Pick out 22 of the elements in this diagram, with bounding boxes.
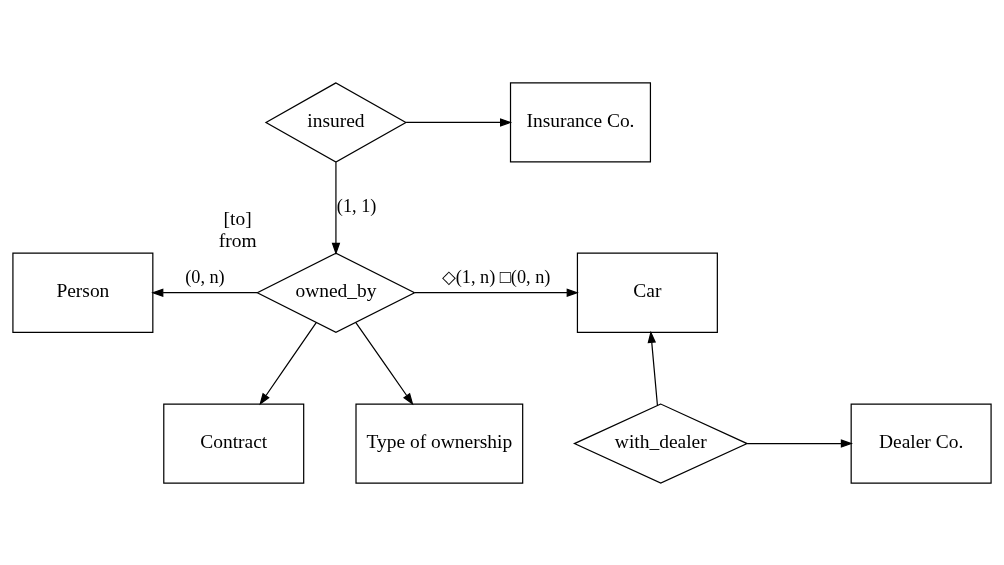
node-label: [to]: [223, 207, 252, 229]
arrow: [355, 321, 414, 405]
node-box: Person: [12, 252, 154, 333]
edge-label: (0, n): [185, 266, 225, 287]
node-box: Contract: [163, 402, 305, 484]
edge-label: ◇(1, n) □(0, n): [441, 266, 551, 287]
arrow: [746, 438, 853, 448]
arrow: [151, 287, 258, 297]
arrow: [405, 117, 513, 127]
node-diamond: owned_by: [255, 252, 416, 333]
node-box: Type of ownership: [355, 402, 524, 484]
edge-label: (1, 1): [336, 195, 377, 216]
arrow: [414, 287, 579, 297]
node-box: Car: [576, 252, 718, 333]
arrow: [647, 330, 659, 406]
arrow: [259, 321, 317, 405]
arrow: [331, 161, 341, 255]
node-box: Dealer Co.: [850, 402, 992, 484]
node-diamond: insured: [264, 81, 408, 163]
node-diamond: with_dealer: [572, 402, 749, 484]
node-label: from: [218, 229, 257, 251]
node-box: Insurance Co.: [509, 81, 652, 163]
